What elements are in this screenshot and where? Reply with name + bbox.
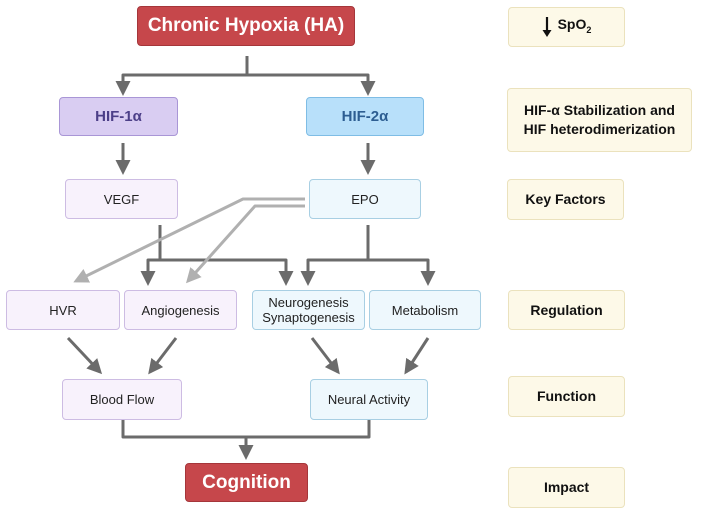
vegf-label: VEGF xyxy=(103,191,140,207)
regulation-label: Regulation xyxy=(530,301,603,318)
epo-split-connector xyxy=(300,225,370,286)
epo-label: EPO xyxy=(351,191,379,207)
sidebar-regulation: Regulation xyxy=(508,290,625,330)
angiogenesis-node: Angiogenesis xyxy=(124,290,237,330)
hypoxia-split-connector xyxy=(115,56,249,96)
hif-stabilization-line1: HIF-α Stabilization and xyxy=(524,102,675,118)
function-merge-connector xyxy=(121,420,371,439)
blood-flow-label: Blood Flow xyxy=(89,392,155,407)
sidebar-hif-stabilization: HIF-α Stabilization and HIF heterodimeri… xyxy=(507,88,692,152)
neurogenesis-synaptogenesis-node: Neurogenesis Synaptogenesis xyxy=(252,290,365,330)
hif-stabilization-line2: HIF heterodimerization xyxy=(523,121,676,137)
epo-node: EPO xyxy=(309,179,421,219)
neural-activity-node: Neural Activity xyxy=(310,379,428,420)
cognition-node: Cognition xyxy=(185,463,308,502)
hif1-alpha-label: HIF-1α xyxy=(95,108,142,125)
hif2-alpha-node: HIF-2α xyxy=(306,97,424,136)
metabolism-to-neural-arrow xyxy=(404,337,430,375)
angiogenesis-label: Angiogenesis xyxy=(141,302,220,318)
hif2-alpha-label: HIF-2α xyxy=(341,108,389,125)
spo2-label: SpO2 xyxy=(558,15,592,40)
hvr-to-bloodflow-arrow xyxy=(66,336,103,375)
hvr-label: HVR xyxy=(49,302,77,318)
epo-to-hvr-arrow xyxy=(73,197,305,283)
epo-to-metabolism-connector xyxy=(368,258,436,286)
synaptogenesis-label: Synaptogenesis xyxy=(262,310,355,325)
epo-to-angiogenesis-arrow xyxy=(186,204,305,284)
neural-activity-label: Neural Activity xyxy=(327,392,411,407)
neurogenesis-to-neural-arrow xyxy=(310,337,340,375)
hypoxia-to-hif2-connector xyxy=(247,73,376,96)
sidebar-key-factors: Key Factors xyxy=(507,179,624,220)
spo2-subscript: 2 xyxy=(586,24,592,35)
neurogenesis-label: Neurogenesis xyxy=(268,295,349,310)
metabolism-label: Metabolism xyxy=(391,302,459,318)
sidebar-spo2: SpO2 xyxy=(508,7,625,47)
key-factors-label: Key Factors xyxy=(525,191,606,207)
vegf-node: VEGF xyxy=(65,179,178,219)
sidebar-impact: Impact xyxy=(508,467,625,508)
cognition-label: Cognition xyxy=(202,471,291,493)
chronic-hypoxia-label: Chronic Hypoxia (HA) xyxy=(147,15,345,36)
function-label: Function xyxy=(536,388,597,404)
blood-flow-node: Blood Flow xyxy=(62,379,182,420)
hvr-node: HVR xyxy=(6,290,120,330)
hif1-alpha-node: HIF-1α xyxy=(59,97,178,136)
down-arrow-icon xyxy=(542,16,552,37)
spo2-group: SpO2 xyxy=(542,15,592,40)
chronic-hypoxia-node: Chronic Hypoxia (HA) xyxy=(137,6,355,46)
metabolism-node: Metabolism xyxy=(369,290,481,330)
vegf-to-neurogenesis-connector xyxy=(160,258,294,286)
spo2-prefix: SpO xyxy=(557,15,587,32)
vegf-split-connector xyxy=(140,225,162,286)
impact-label: Impact xyxy=(543,479,590,495)
sidebar-function: Function xyxy=(508,376,625,417)
angiogenesis-to-bloodflow-arrow xyxy=(148,337,178,375)
